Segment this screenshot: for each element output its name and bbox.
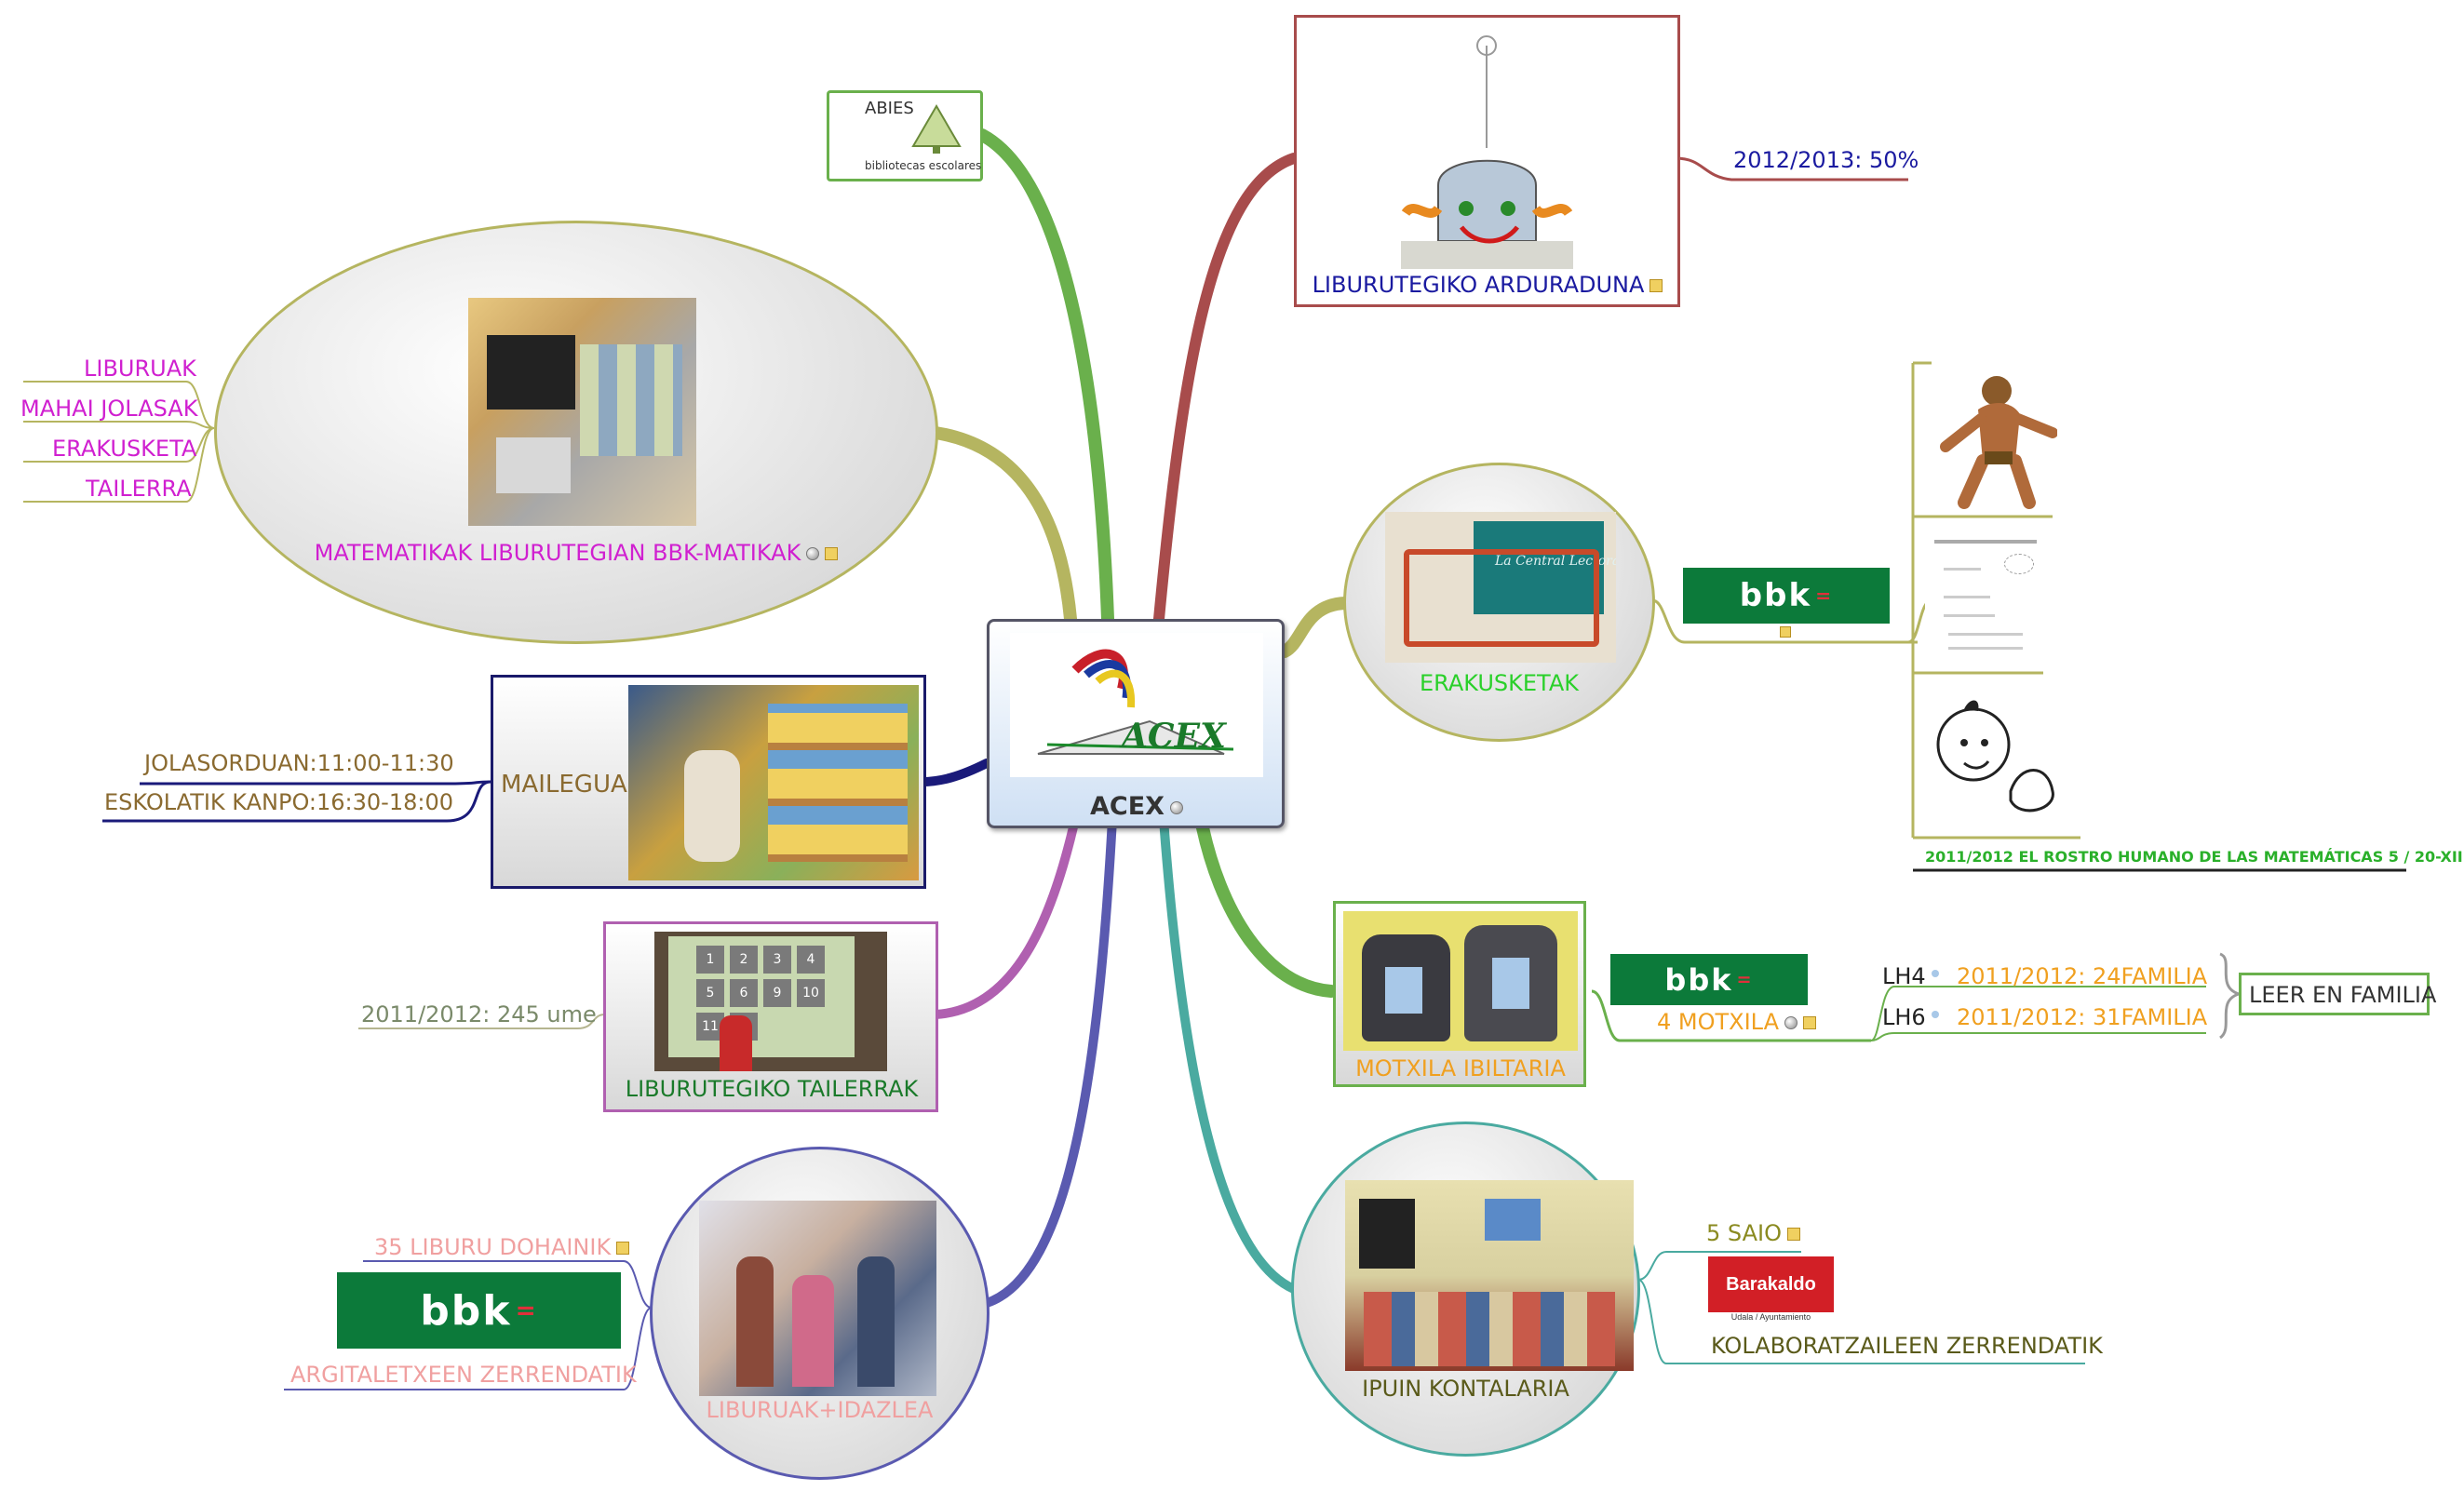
liburuak-photo [699,1201,936,1396]
bbk-logo: bbk= [1610,954,1808,1005]
liburuak-label: LIBURUAK+IDAZLEA [706,1397,934,1423]
arduraduna-label: LIBURUTEGIKO ARDURADUNA [1312,272,1645,298]
abies-title: ABIES [865,99,914,118]
central-topic-label: ACEX [1090,792,1165,821]
note-icon[interactable] [1649,279,1663,292]
motxila-value[interactable]: 2011/2012: 24FAMILIA [1957,963,2208,989]
tintin-image [1927,689,2067,833]
tarzan-image [1927,368,2058,512]
mailegua-photo [628,685,919,880]
mailegua-time[interactable]: ESKOLATIK KANPO:16:30-18:00 [104,789,453,815]
acex-logo: ACEX [1010,633,1263,777]
matematikak-item[interactable]: TAILERRA [86,476,192,502]
board-number: 10 [797,979,825,1007]
liburuak-item[interactable]: 35 LIBURU DOHAINIK [374,1234,612,1260]
motxila-value[interactable]: 2011/2012: 31FAMILIA [1957,1004,2208,1030]
liburuak-item[interactable]: ARGITALETXEEN ZERRENDATIK [290,1362,637,1388]
ipuin-node[interactable]: IPUIN KONTALARIA [1291,1122,1640,1457]
level-dot [1932,970,1939,977]
matematikak-item[interactable]: ERAKUSKETA [52,436,197,462]
mailegua-time[interactable]: JOLASORDUAN:11:00-11:30 [144,750,454,776]
ipuin-partner[interactable]: KOLABORATZAILEEN ZERRENDATIK [1711,1333,2103,1359]
board-number: 4 [797,946,825,974]
leer-en-familia-label: LEER EN FAMILIA [2249,982,2437,1008]
arduraduna-stat: 2012/2013: 50% [1733,147,1919,173]
board-number: 5 [696,979,724,1007]
board-number: 1 [696,946,724,974]
motxila-level: LH6 [1882,1004,1926,1030]
liburuak-node[interactable]: LIBURUAK+IDAZLEA [650,1147,990,1480]
bbk-logo: bbk= [1683,568,1890,624]
photo-caption: La Central Lectora [1495,554,1616,569]
abies-tree-icon [909,104,964,159]
bbk-logo: bbk= [337,1272,621,1349]
whiteboard-numbers: 1 2 3 4 5 6 9 10 11 12 [696,946,845,1048]
matematikak-item[interactable]: LIBURUAK [84,356,196,382]
motxila-photo [1343,911,1578,1051]
erakusketak-photo: La Central Lectora [1385,512,1616,663]
matematikak-node[interactable]: MATEMATIKAK LIBURUTEGIAN BBK-MATIKAK [214,221,938,644]
board-number: 6 [730,979,758,1007]
mailegua-node[interactable]: MAILEGUA [491,675,926,889]
arduraduna-node[interactable]: LIBURUTEGIKO ARDURADUNA [1294,15,1680,307]
barakaldo-logo-text: Barakaldo [1726,1273,1816,1295]
abies-subtitle: bibliotecas escolares [865,159,982,172]
ipuin-label: IPUIN KONTALARIA [1362,1376,1569,1402]
board-number: 3 [763,946,791,974]
document-image [1925,526,2046,665]
abies-node[interactable]: ABIES bibliotecas escolares [827,90,983,181]
barakaldo-logo: Barakaldo Udala / Ayuntamiento [1708,1256,1834,1323]
barakaldo-logo-subtitle: Udala / Ayuntamiento [1730,1312,1811,1322]
note-icon[interactable] [1780,626,1791,638]
matematikak-item[interactable]: MAHAI JOLASAK [20,396,198,422]
note-icon[interactable] [616,1242,630,1255]
board-number: 2 [730,946,758,974]
erakusketak-label: ERAKUSKETAK [1419,670,1580,696]
motxila-label: MOTXILA IBILTARIA [1355,1055,1566,1081]
note-icon[interactable] [825,547,839,560]
tailerrak-label: LIBURUTEGIKO TAILERRAK [625,1076,919,1102]
level-dot [1932,1011,1939,1018]
tailerrak-photo: 1 2 3 4 5 6 9 10 11 12 [654,932,887,1071]
collapse-icon[interactable] [806,547,820,560]
ipuin-photo [1345,1180,1634,1371]
ipuin-sessions[interactable]: 5 SAIO [1706,1220,1782,1246]
matematikak-label: MATEMATIKAK LIBURUTEGIAN BBK-MATIKAK [314,540,801,566]
motxila-level: LH4 [1882,963,1926,989]
drawing-photo [1401,27,1573,274]
erakusketak-caption: 2011/2012 EL ROSTRO HUMANO DE LAS MATEMÁ… [1925,848,2463,866]
motxila-node[interactable]: MOTXILA IBILTARIA [1333,901,1586,1087]
note-icon[interactable] [1786,1228,1800,1241]
tailerrak-node[interactable]: 1 2 3 4 5 6 9 10 11 12 LIBURUTEGIKO TAIL… [603,921,938,1112]
erakusketak-node[interactable]: La Central Lectora ERAKUSKETAK [1343,463,1655,742]
leer-en-familia-node[interactable]: LEER EN FAMILIA [2239,973,2436,1015]
mailegua-label: MAILEGUA [501,771,627,799]
acex-logo-text: ACEX [1122,717,1226,756]
collapse-icon[interactable] [1784,1016,1798,1029]
motxila-sub: 4 MOTXILA [1657,1009,1780,1035]
tailerrak-stat: 2011/2012: 245 ume [361,1001,597,1028]
matematikak-photo [468,298,696,526]
central-topic[interactable]: ACEX ACEX [987,619,1285,828]
board-number: 9 [763,979,791,1007]
collapse-icon[interactable] [1169,800,1183,814]
note-icon[interactable] [1803,1016,1817,1029]
